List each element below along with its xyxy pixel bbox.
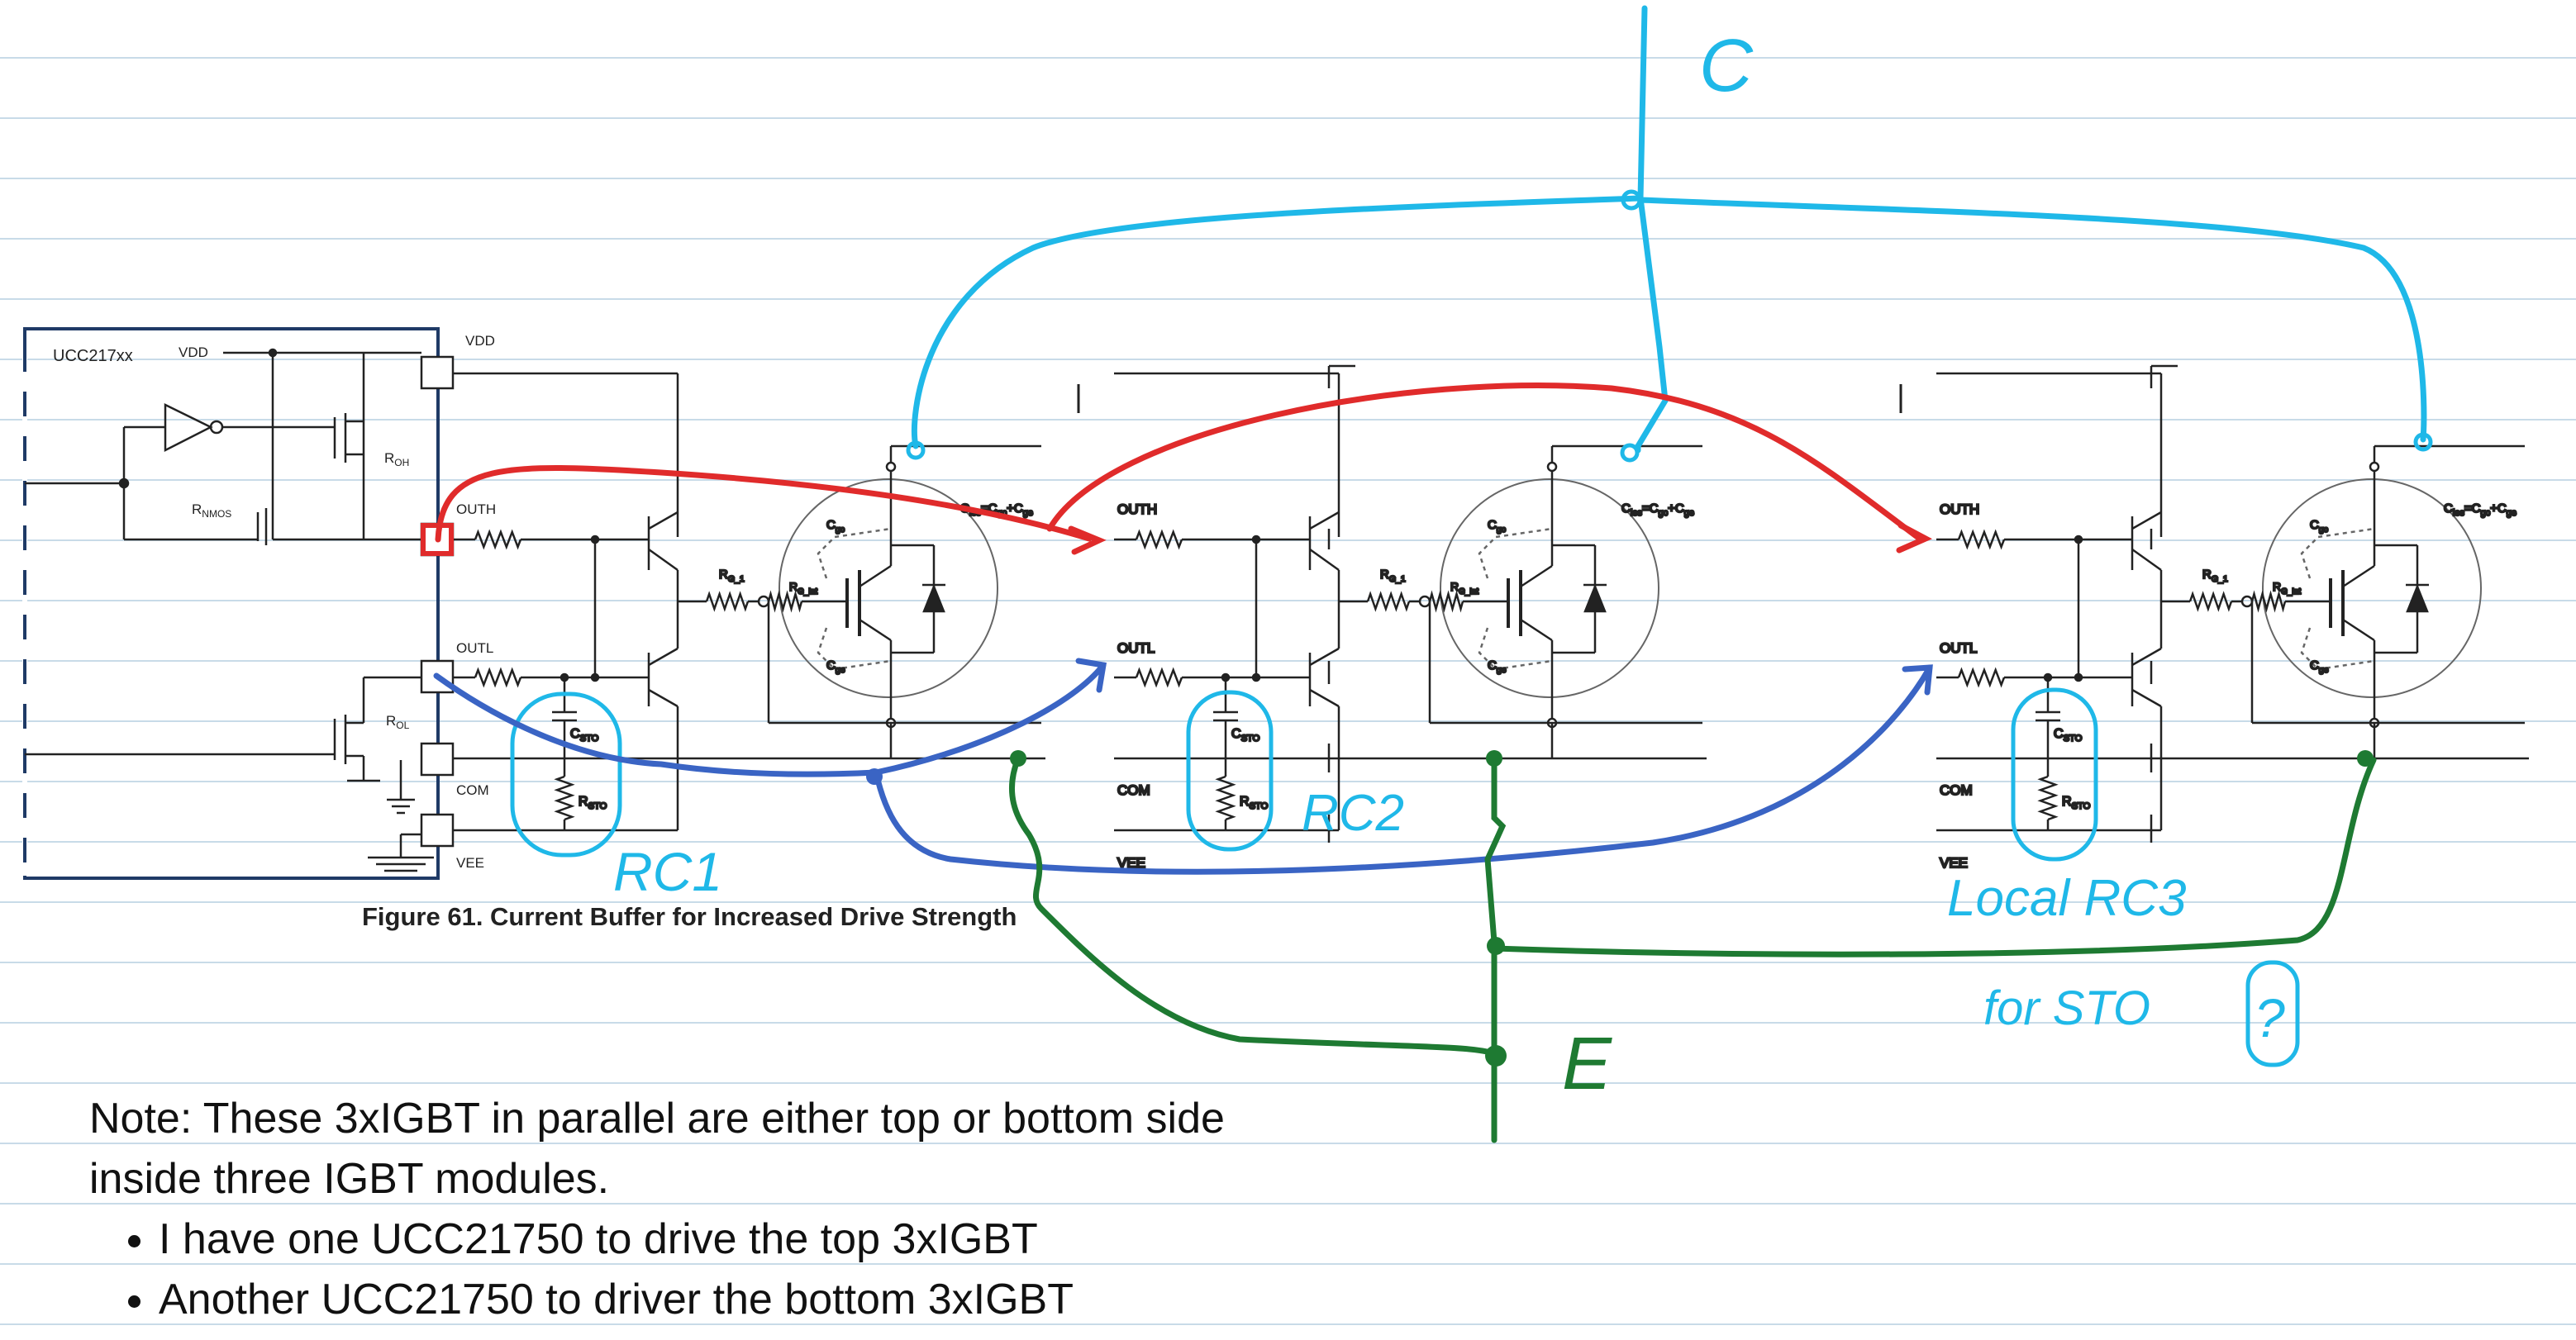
outl-arrow-2 (1902, 664, 1933, 696)
emitter-wire-3 (1491, 757, 2377, 957)
emitter-node (1485, 1045, 1507, 1067)
collector-wire-3 (1637, 197, 2427, 443)
rc3-circle (2011, 687, 2098, 862)
svg-text:Cge: Cge (2310, 658, 2329, 675)
question-mark-label: ? (2255, 987, 2285, 1048)
note-bullets: I have one UCC21750 to drive the top 3xI… (89, 1209, 1263, 1330)
svg-text:Cge: Cge (826, 658, 845, 675)
pin-label-outh: OUTH (456, 501, 496, 517)
pin-label-vee: VEE (456, 855, 484, 871)
note-block: Note: These 3xIGBT in parallel are eithe… (89, 1089, 1263, 1330)
stage-vee-label: VEE (1117, 855, 1145, 871)
c-label: C (1699, 25, 1754, 107)
blue-outl-wires (433, 658, 1933, 875)
svg-text:RG_Int: RG_Int (789, 580, 817, 596)
cyan-rc-circles (510, 687, 2300, 1067)
pin-label-outl: OUTL (456, 640, 493, 656)
collector-bus-line (1635, 5, 1669, 449)
chip-name: UCC217xx (53, 347, 133, 365)
stage-outh-label: OUTH (1940, 501, 1979, 517)
pin-label-com: COM (456, 782, 489, 798)
svg-text:Cgc: Cgc (826, 518, 845, 535)
cies-label: Cies=Cgc+Cge (1621, 501, 1694, 518)
emitter-wire-1 (1009, 755, 1499, 1059)
stage-outh-label: OUTH (1117, 501, 1157, 517)
pin-label-vdd: VDD (465, 333, 495, 349)
local-rc3-label: Local RC3 (1947, 870, 2186, 927)
rc1-label: RC1 (613, 841, 722, 902)
svg-text:RSTO: RSTO (2062, 795, 2091, 811)
collector-node (1621, 189, 1642, 211)
svg-text:Cgc: Cgc (1488, 518, 1506, 535)
rnmos-label: RNMOS (192, 501, 231, 520)
pin-vdd (420, 355, 455, 390)
inverter-icon (164, 402, 213, 453)
green-emitter-wires (1009, 753, 2377, 1143)
svg-text:RSTO: RSTO (1240, 795, 1269, 811)
outh-arrow-1 (1068, 525, 1107, 555)
for-sto-label: for STO (1983, 981, 2150, 1035)
cies-label: Cies=Cgc+Cge (2444, 501, 2516, 518)
svg-text:RG_1: RG_1 (1380, 568, 1406, 584)
stage-com-label: COM (1940, 782, 1973, 798)
outl-arrow-1 (1075, 658, 1107, 693)
collector-wire-1 (912, 195, 1644, 449)
pin-vee (420, 813, 455, 848)
pin-labels: VDD OUTH OUTL COM VEE (456, 333, 496, 871)
note-line: Note: These 3xIGBT in parallel are eithe… (89, 1095, 1225, 1203)
red-outh-wires (435, 383, 1933, 555)
cyan-nodes (906, 189, 2433, 463)
cyan-collector-wires (912, 5, 2427, 454)
figure-caption: Figure 61. Current Buffer for Increased … (362, 902, 1017, 931)
svg-text:RG_Int: RG_Int (1450, 580, 1478, 596)
roh-label: ROH (384, 450, 409, 468)
chip-labels: UCC217xx VDD ROH RNMOS ROL (53, 345, 410, 731)
chip-outline (23, 327, 440, 880)
svg-text:RG_1: RG_1 (2202, 568, 2228, 584)
outl-wire-2 (873, 664, 1933, 875)
svg-text:CSTO: CSTO (2054, 727, 2083, 744)
stage-com-label: COM (1117, 782, 1150, 798)
outh-wire-2 (1046, 383, 1921, 540)
stage-outl-label: OUTL (1940, 640, 1977, 656)
svg-text:RSTO: RSTO (579, 795, 607, 811)
svg-text:CSTO: CSTO (1231, 727, 1260, 744)
note-bullet: I have one UCC21750 to drive the top 3xI… (159, 1209, 1263, 1270)
outh-arrow-2 (1896, 522, 1933, 554)
rc2-circle (1186, 690, 1274, 852)
note-bullet: Another UCC21750 to driver the bottom 3x… (159, 1270, 1263, 1330)
question-circle (2245, 960, 2300, 1067)
svg-text:Cge: Cge (1488, 658, 1507, 675)
stage-vee-label: VEE (1940, 855, 1968, 871)
rc1-circle (510, 691, 622, 858)
outh-wire-1 (435, 464, 1093, 543)
e-label: E (1562, 1023, 1612, 1105)
svg-text:RG_1: RG_1 (719, 568, 745, 584)
rc2-label: RC2 (1302, 785, 1404, 842)
green-nodes (1010, 750, 2374, 1067)
svg-text:CSTO: CSTO (570, 727, 599, 744)
chip-pins (420, 355, 455, 848)
rol-label: ROL (386, 713, 410, 731)
svg-text:RG_Int: RG_Int (2273, 580, 2301, 596)
handwritten-labels: C E RC1 RC2 Local RC3 for STO ? (613, 25, 2285, 1105)
driver-chip (22, 327, 440, 880)
vdd-inner-label: VDD (179, 345, 208, 360)
svg-text:Cgc: Cgc (2310, 518, 2328, 535)
stage-outl-label: OUTL (1117, 640, 1155, 656)
outl-wire-1 (433, 662, 1107, 777)
emitter-bus-line (1484, 753, 1507, 1143)
pin-com (420, 742, 455, 777)
